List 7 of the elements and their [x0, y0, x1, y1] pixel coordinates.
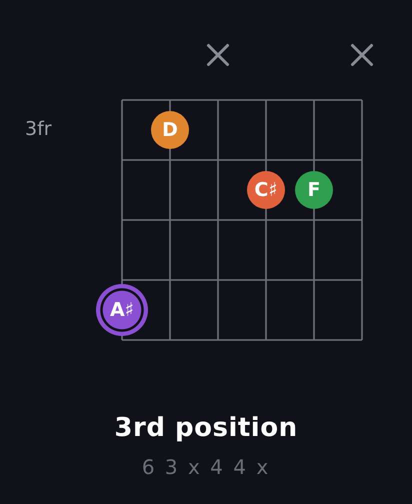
fret-number-label: 3fr — [25, 119, 52, 140]
note-marker: C♯ — [247, 171, 285, 209]
note-marker: D — [151, 111, 189, 149]
root-note-marker: A♯ — [96, 284, 148, 336]
fingering-caption: 6 3 x 4 4 x — [142, 455, 270, 479]
note-marker: F — [295, 171, 333, 209]
chord-title: 3rd position — [114, 413, 298, 443]
